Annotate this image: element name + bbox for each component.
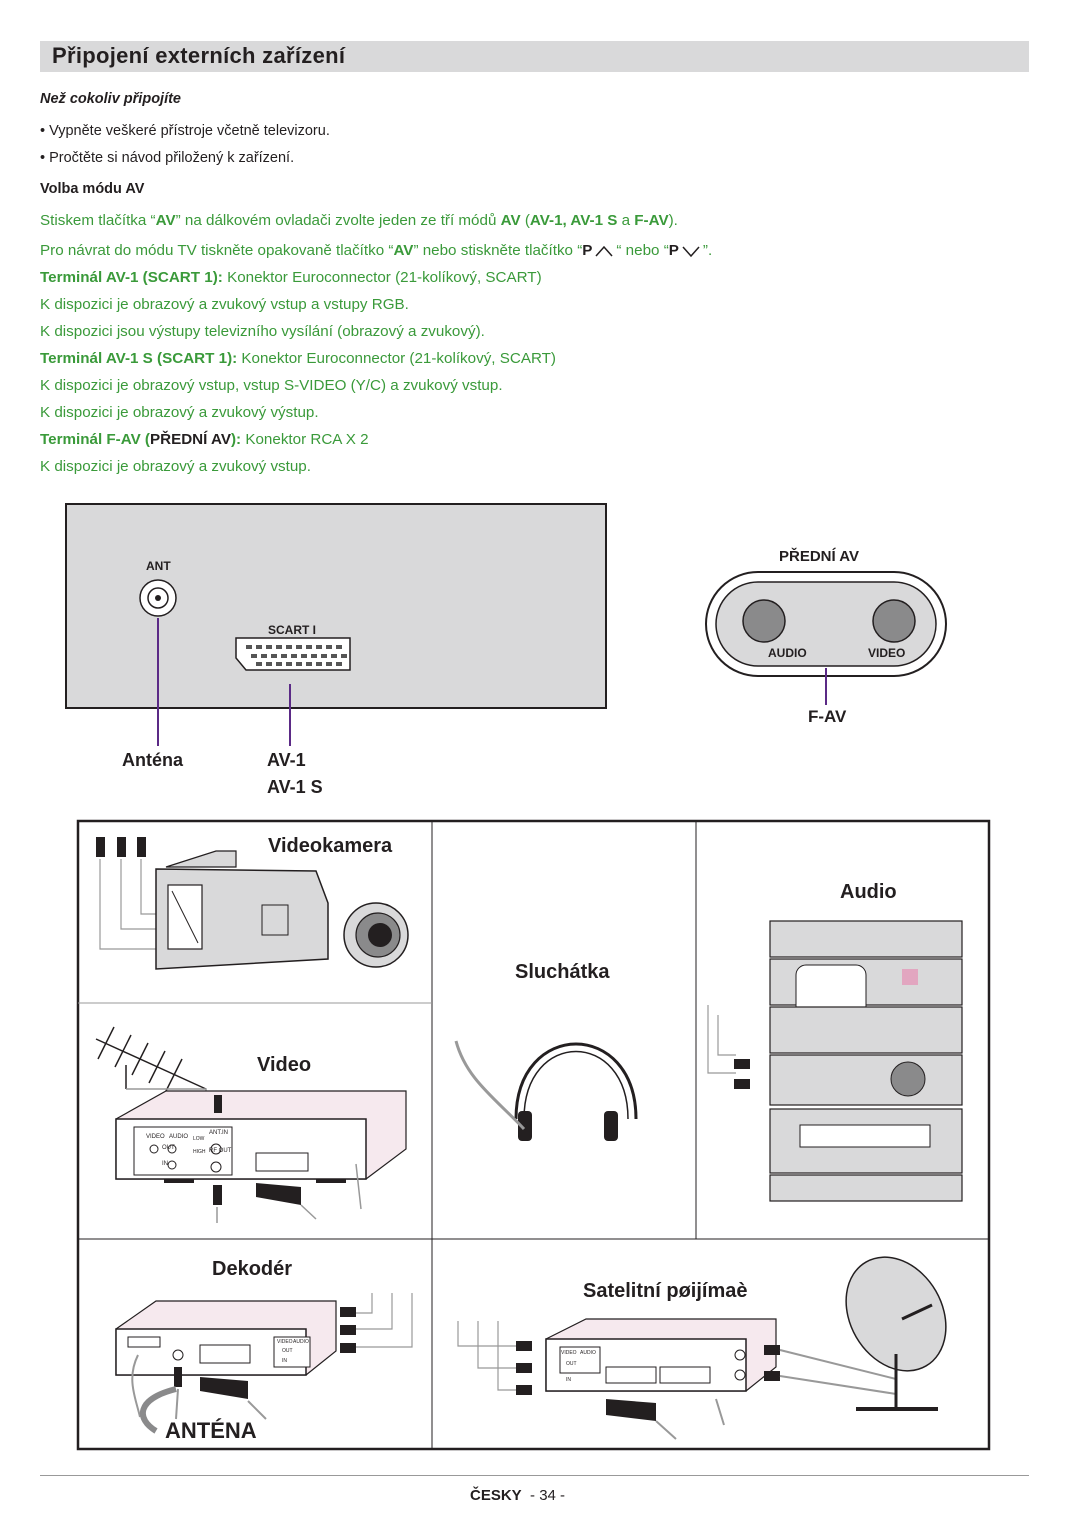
videokamera-label: Videokamera: [268, 835, 393, 857]
sat-in-label: IN: [566, 1377, 571, 1383]
vcr-audio-label: AUDIO: [169, 1134, 189, 1140]
terminal-av1-line2: K dispozici je obrazový a zvukový vstup …: [40, 296, 409, 313]
decoder-icon: [115, 1293, 413, 1434]
video-label: Video: [257, 1054, 312, 1076]
av-line-2: Pro návrat do módu TV tiskněte opakovaně…: [40, 242, 713, 259]
vcr-rfout-label: RF OUT: [209, 1148, 232, 1154]
sat-audio-label: AUDIO: [580, 1350, 596, 1356]
footer-divider: [40, 1475, 1029, 1476]
sat-video-label: VIDEO: [561, 1350, 577, 1356]
satelit-label: Satelitní pøijímaè: [583, 1280, 748, 1302]
video-jack: [872, 599, 916, 643]
vcr-out-label: OUT: [162, 1145, 175, 1151]
sat-out-label: OUT: [566, 1361, 577, 1367]
rear-panel-diagram: [65, 503, 607, 746]
terminal-av1-line3: K dispozici jsou výstupy televizního vys…: [40, 323, 485, 340]
dekoder-label: Dekodér: [212, 1258, 293, 1280]
terminal-av1s-line2: K dispozici je obrazový vstup, vstup S-V…: [40, 377, 503, 394]
terminal-fav: Terminál F-AV (PŘEDNÍ AV): Konektor RCA …: [40, 431, 369, 448]
chevron-down-icon: [682, 246, 700, 258]
vcr-high-label: HIGH: [193, 1149, 206, 1155]
satellite-receiver-icon: [457, 1318, 897, 1440]
vcr-video-label: VIDEO: [146, 1134, 165, 1140]
satellite-dish-icon: [845, 1256, 947, 1411]
front-av-title: PŘEDNÍ AV: [779, 548, 860, 565]
vcr-low-label: LOW: [193, 1136, 205, 1142]
terminal-fav-line2: K dispozici je obrazový a zvukový vstup.: [40, 458, 311, 475]
dec-video-label: VIDEO: [277, 1339, 293, 1345]
antenna-icon: [95, 1026, 207, 1104]
footer-lang: ČESKY: [470, 1487, 522, 1504]
audio-label: AUDIO: [768, 646, 807, 660]
front-av-panel: [705, 571, 947, 705]
av1s-label: AV-1 S: [267, 777, 323, 797]
headphones-icon: [454, 1040, 638, 1141]
scart-label: SCART I: [268, 623, 316, 637]
vcr-icon: [115, 1090, 407, 1223]
sluchatka-label: Sluchátka: [515, 961, 610, 983]
video-label: VIDEO: [868, 646, 906, 660]
footer: ČESKY - 34 -: [470, 1487, 565, 1504]
audio-device-label: Audio: [840, 881, 897, 903]
vcr-antin-label: ANT.IN: [209, 1130, 229, 1136]
audio-jack: [742, 599, 786, 643]
title-bar: [40, 41, 1029, 72]
terminal-av1: Terminál AV-1 (SCART 1): Konektor Euroco…: [40, 269, 542, 286]
bullet-2: • Pročtěte si návod přiložený k zařízení…: [40, 150, 295, 166]
dec-audio-label: AUDIO: [293, 1339, 309, 1345]
antena-label: Anténa: [122, 750, 184, 770]
dec-out-label: OUT: [282, 1348, 293, 1354]
videokamera-icon: [96, 837, 409, 970]
page-title: Připojení externích zařízení: [52, 43, 346, 68]
page-number: - 34 -: [530, 1487, 566, 1504]
devices-diagram: [76, 819, 991, 1451]
terminal-av1s-line3: K dispozici je obrazový a zvukový výstup…: [40, 404, 319, 421]
intro-heading: Než cokoliv připojíte: [40, 91, 181, 107]
audio-system-icon: [707, 920, 963, 1202]
vcr-in-label: IN: [162, 1161, 168, 1167]
av-mode-heading: Volba módu AV: [40, 181, 145, 197]
antena-big-label: ANTÉNA: [165, 1418, 257, 1443]
chevron-up-icon: [595, 245, 613, 257]
terminal-av1s: Terminál AV-1 S (SCART 1): Konektor Euro…: [40, 350, 556, 367]
ant-label: ANT: [146, 559, 171, 573]
av1-label: AV-1: [267, 750, 306, 770]
bullet-1: • Vypněte veškeré přístroje včetně telev…: [40, 123, 330, 139]
dec-in-label: IN: [282, 1358, 287, 1364]
av-line-1: Stiskem tlačítka “AV” na dálkovém ovlada…: [40, 212, 678, 229]
fav-label: F-AV: [808, 707, 847, 726]
